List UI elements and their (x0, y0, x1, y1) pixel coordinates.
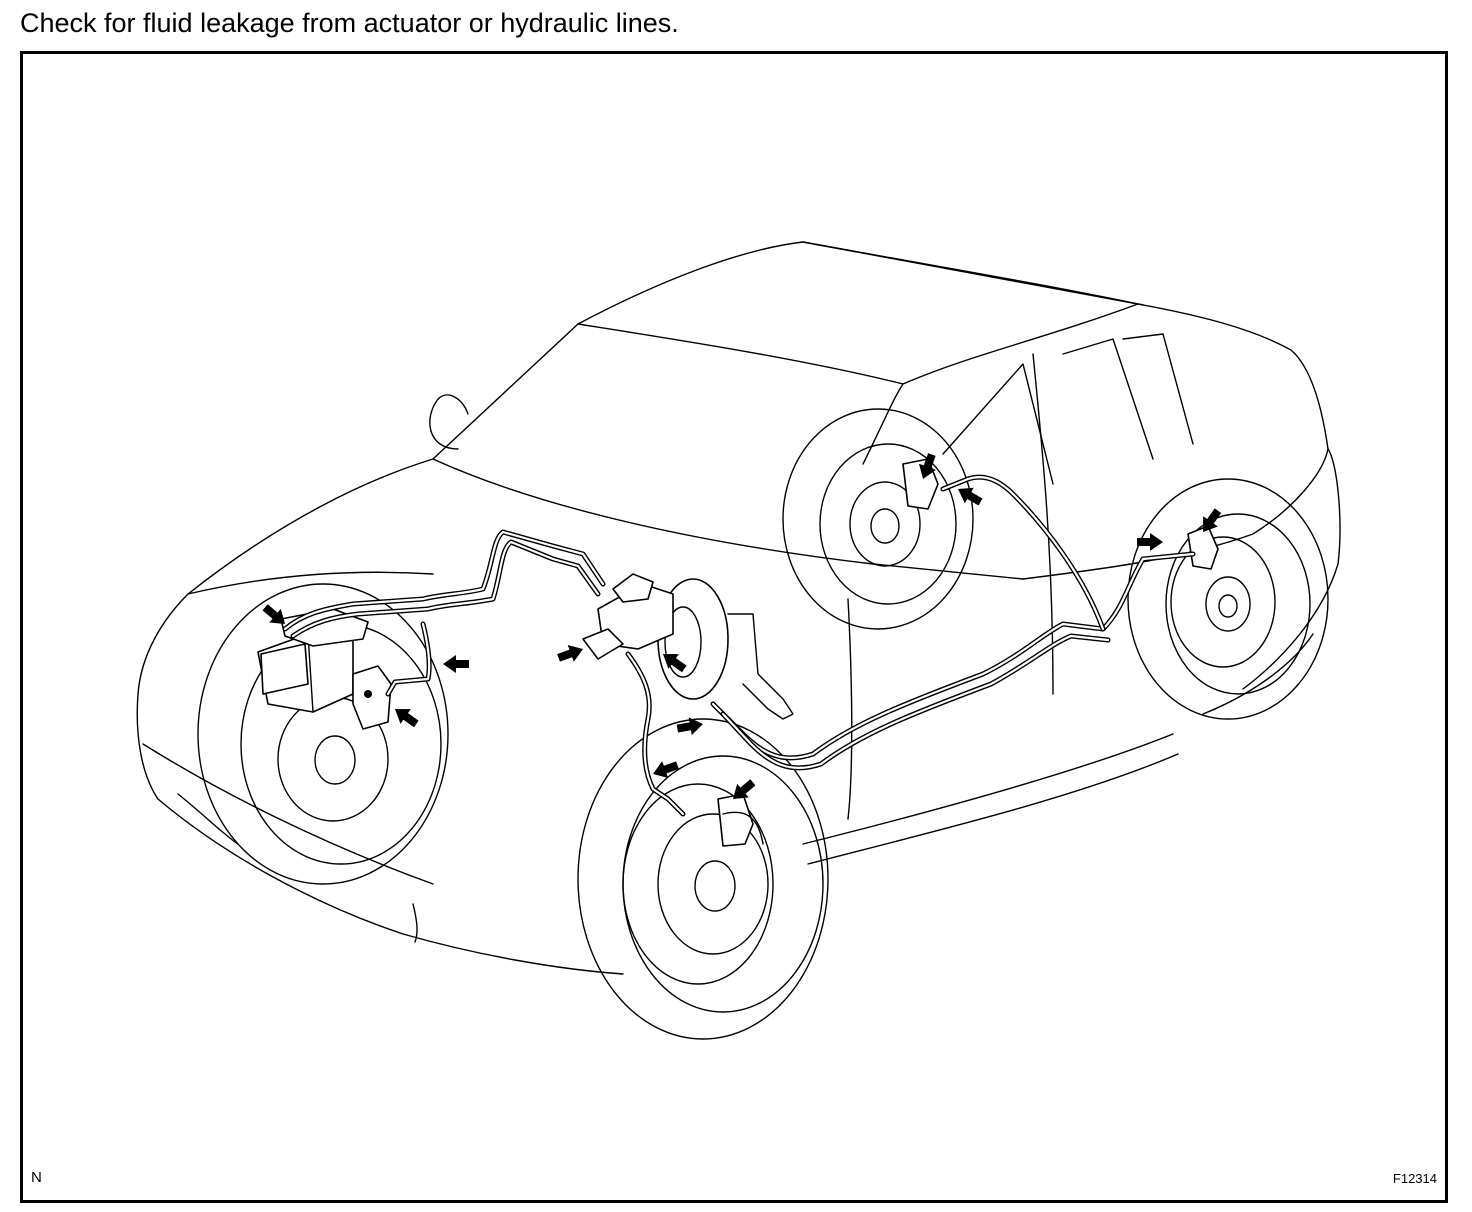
leak-check-arrow (1137, 533, 1163, 551)
leak-check-arrow (389, 701, 422, 732)
corner-code: N (31, 1169, 42, 1186)
front-right-wheel (577, 718, 829, 1040)
leak-check-arrow (555, 640, 587, 667)
rear-right-caliper (1187, 525, 1219, 570)
brake-system-car-illustration (136, 241, 1341, 1040)
rear-right-wheel (1127, 478, 1329, 720)
front-left-caliper (352, 665, 392, 730)
hydraulic-lines (282, 474, 1196, 817)
car-body (136, 241, 1341, 975)
rear-left-wheel (782, 408, 974, 630)
illustration-frame: N F12314 (20, 51, 1448, 1203)
instruction-text: Check for fluid leakage from actuator or… (20, 8, 679, 38)
figure-id: F12314 (1392, 1171, 1437, 1186)
master-cylinder (582, 573, 794, 720)
leak-check-arrow (443, 655, 469, 673)
